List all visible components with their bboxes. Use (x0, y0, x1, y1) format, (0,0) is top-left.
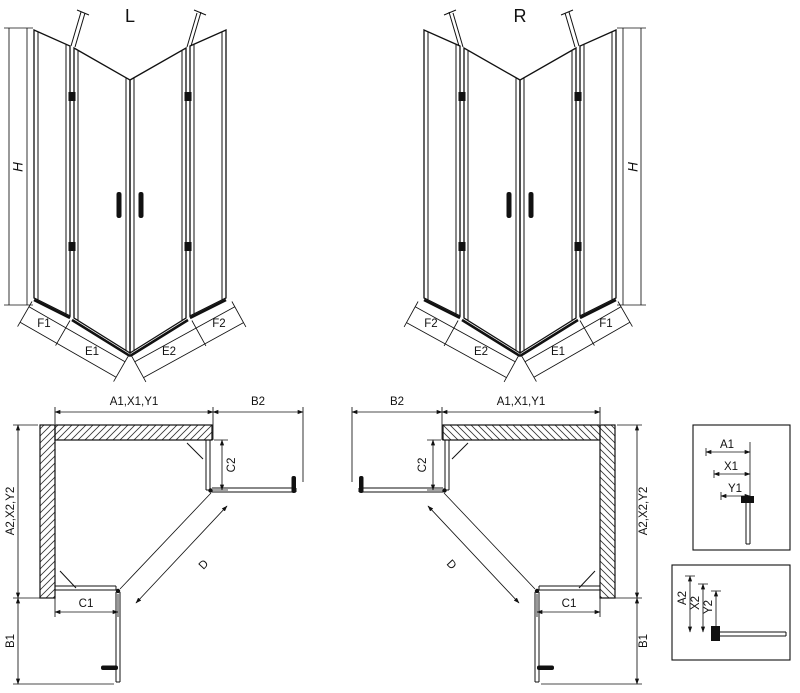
detail-box-top: A1 X1 Y1 (692, 424, 791, 551)
detail-x1-label: X1 (724, 461, 738, 473)
detail-y1-label: Y1 (728, 483, 742, 495)
bottom-sill-profiles (33, 298, 227, 358)
iso-right-labels: R H F2 E2 E1 F1 (424, 6, 640, 358)
wall-side-hatched (39, 424, 56, 599)
segment-label-e1-left: E1 (85, 346, 99, 358)
view-title-right: R (514, 6, 527, 26)
detail-bottom-wall-profile-bracket (711, 626, 720, 641)
plan-right-b2-label: B2 (390, 396, 404, 408)
hinge-pivot-top (208, 488, 213, 493)
bottom-dimension-bands (17, 301, 247, 383)
detail-x2-label: X2 (690, 596, 702, 610)
plan-right-width-top-label: A1,X1,Y1 (497, 396, 546, 408)
plan-left-width-side-label: A2,X2,Y2 (5, 487, 17, 536)
segment-label-f1-left: F1 (37, 318, 50, 330)
segment-label-e1-right: E1 (551, 346, 565, 358)
iso-left-labels: L H F1 E1 E2 F2 (11, 6, 226, 358)
plan-right-c2-label: C2 (417, 458, 429, 473)
segment-label-e2-left: E2 (162, 346, 176, 358)
plan-left-b2-label: B2 (251, 396, 265, 408)
wall-top-hatched (54, 424, 213, 441)
detail-top-wall-profile-bracket (741, 496, 754, 503)
glass-frame-inner-lines (37, 32, 223, 350)
top-support-struts (70, 9, 207, 48)
segment-label-f2-left: F2 (212, 318, 225, 330)
wall-bracket-struts (59, 442, 204, 589)
plan-left-c1-label: C1 (79, 598, 94, 610)
plan-right-b1-label: B1 (638, 634, 650, 648)
open-door-handle-side (101, 665, 118, 670)
open-door-panels (115, 487, 297, 683)
fixed-glass-returns (55, 440, 211, 591)
plan-left-c2-label: C2 (226, 458, 238, 473)
open-door-handle-top (291, 476, 296, 493)
height-label-left: H (11, 162, 26, 172)
plan-right-d-label: D (444, 558, 458, 572)
door-handle-left (116, 192, 122, 218)
plan-left-b1-label: B1 (5, 634, 17, 648)
dimension-extension-lines (13, 407, 304, 685)
plan-left-width-top-label: A1,X1,Y1 (110, 396, 159, 408)
plan-right-width-side-label: A2,X2,Y2 (638, 487, 650, 536)
plan-left-d-label: D (197, 558, 211, 572)
detail-bottom-glass-profile (718, 631, 787, 637)
height-dimension-band (4, 27, 33, 306)
segment-label-e2-right: E2 (474, 346, 488, 358)
dim-line-diagonal-d (135, 505, 228, 604)
segment-label-f1-right: F1 (599, 318, 612, 330)
detail-a1-label: A1 (720, 439, 734, 451)
hinge-pivot-side (115, 588, 121, 594)
detail-box-bottom: A2 X2 Y2 (671, 564, 791, 661)
iso-view-geometry-left (4, 9, 247, 383)
door-handle-right (138, 192, 144, 218)
plan-left-labels: A1,X1,Y1 B2 C2 A2,X2,Y2 B1 C1 D (5, 396, 265, 648)
plan-right-c1-label: C1 (562, 598, 577, 610)
height-label-right: H (626, 162, 641, 172)
entry-opening-diagonal (119, 492, 212, 590)
plan-view-geometry-right (352, 407, 642, 684)
detail-box-top-frame (692, 424, 791, 551)
segment-label-f2-right: F2 (424, 318, 437, 330)
plan-view-geometry-left (13, 407, 304, 685)
view-title-left: L (125, 6, 135, 26)
detail-top-glass-profile (745, 500, 751, 545)
detail-y2-label: Y2 (703, 600, 715, 614)
detail-a2-label: A2 (677, 591, 689, 605)
